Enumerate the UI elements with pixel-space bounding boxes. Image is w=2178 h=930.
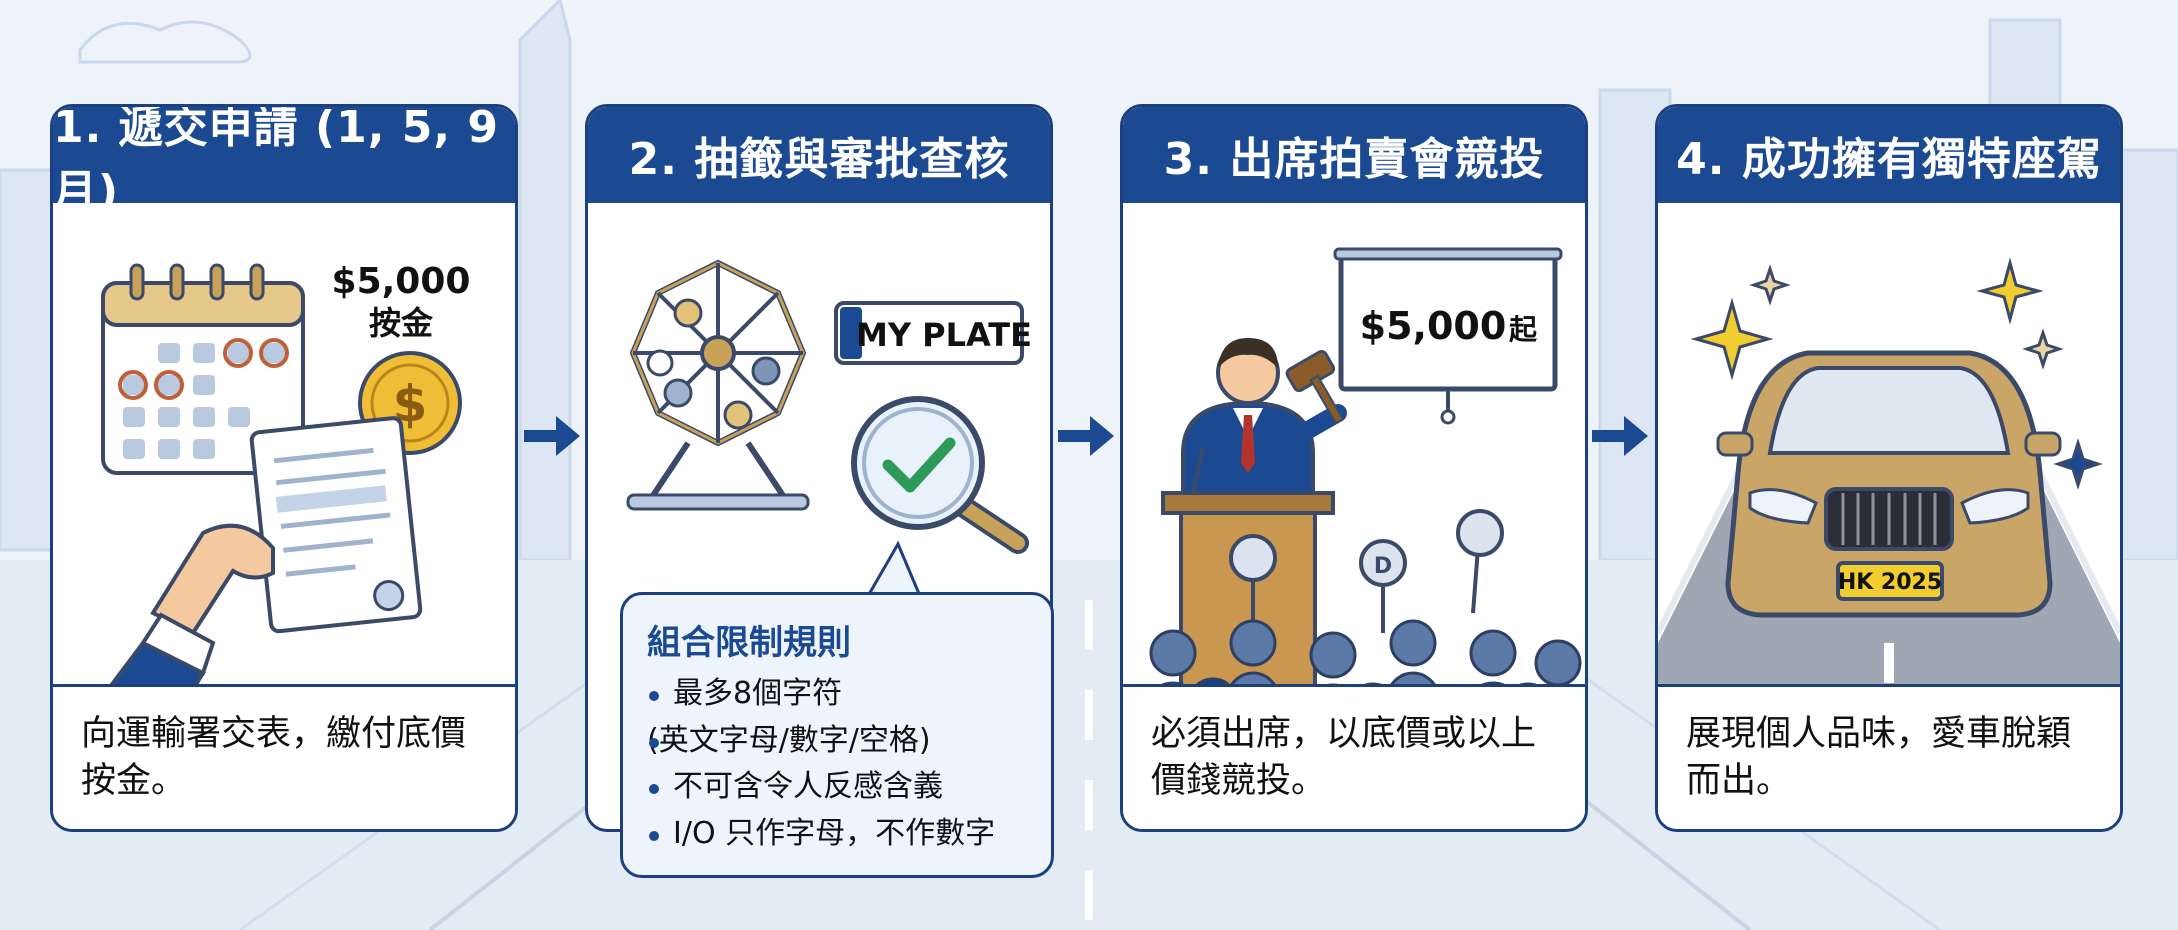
rule-item: (英文字母/數字/空格) [647, 721, 1027, 762]
rule-item: I/O 只作字母，不作數字 [647, 814, 1027, 855]
car-icon: HK 2025 [1716, 350, 2062, 618]
step-card-1: 1. 遞交申請 (1, 5, 9月) $ [50, 104, 518, 832]
step-3-title: 3. 出席拍賣會競投 [1123, 107, 1585, 203]
step-2-title: 2. 抽籤與審批查核 [588, 107, 1050, 203]
calendar-icon [101, 263, 305, 475]
magnifier-check-icon [851, 396, 1029, 554]
step-3-desc: 必須出席，以底價或以上價錢競投。 [1123, 684, 1585, 829]
step-1-title: 1. 遞交申請 (1, 5, 9月) [53, 107, 515, 217]
license-plate-icon: MY PLATE [834, 301, 1032, 365]
auctioneer-icon [1181, 338, 1347, 505]
board-amount: $5,000 [1360, 304, 1507, 348]
deposit-amount: $5,000 [332, 261, 471, 302]
svg-text:D: D [1374, 554, 1392, 579]
rules-title: 組合限制規則 [647, 623, 851, 663]
car-plate-text: HK 2025 [1838, 570, 1942, 595]
price-board-icon: $5,000 起 [1333, 247, 1563, 425]
speech-bubble-tail [865, 540, 923, 600]
arrow-right-icon [1058, 416, 1114, 456]
deposit-label: 按金 [369, 304, 434, 342]
step-4-desc: 展現個人品味，愛車脫穎而出。 [1658, 684, 2120, 829]
rules-list: 最多8個字符 (英文字母/數字/空格) 不可含令人反感含義 I/O 只作字母，不… [647, 674, 1027, 854]
arrow-right-icon [524, 416, 580, 456]
plate-text: MY PLATE [856, 316, 1032, 354]
step-2-illustration: MY PLATE [626, 259, 1032, 554]
rule-item: 最多8個字符 [647, 674, 1027, 715]
step-1-illustration: $ $5,000 按金 [79, 261, 471, 725]
step-1-desc: 向運輸署交表，繳付底價按金。 [53, 684, 515, 829]
rule-item: 不可含令人反感含義 [647, 767, 1027, 808]
lottery-wheel-icon [626, 259, 810, 511]
rules-bubble: 組合限制規則 最多8個字符 (英文字母/數字/空格) 不可含令人反感含義 I/O… [620, 592, 1054, 878]
document-icon [249, 416, 423, 634]
bidding-paddle-icon [1229, 509, 1504, 633]
step-4-title: 4. 成功擁有獨特座駕 [1658, 107, 2120, 203]
board-suffix: 起 [1509, 313, 1538, 346]
step-3-illustration: $5,000 起 D [1131, 247, 1585, 787]
hand-icon [79, 523, 275, 725]
step-card-4: 4. 成功擁有獨特座駕 HK 2025 [1655, 104, 2123, 832]
step-card-3: 3. 出席拍賣會競投 $5,000 起 [1120, 104, 1588, 832]
arrow-right-icon [1592, 416, 1648, 456]
sparkle-icon [1690, 257, 2103, 491]
